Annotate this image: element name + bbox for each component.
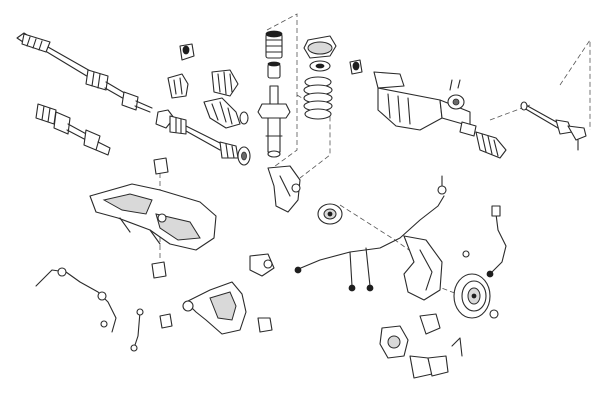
abs-sensor-cables [294, 175, 447, 292]
brake-disc [453, 250, 499, 319]
cv-joint-boots [167, 43, 249, 129]
tie-rod-ends [475, 101, 587, 159]
strut-mount [303, 35, 337, 72]
stabilizer-links [35, 267, 173, 352]
steering-rack [349, 59, 477, 137]
drive-shaft-right [35, 103, 111, 156]
dust-shield [403, 235, 443, 301]
abs-sensor-right [486, 205, 507, 278]
brake-caliper [379, 313, 441, 359]
drive-shaft-left [16, 32, 153, 113]
wheel-hub [317, 203, 343, 225]
middle-drive-shaft [155, 109, 251, 166]
shock-absorber [257, 30, 291, 158]
steering-knuckle [267, 165, 301, 213]
control-arm [182, 253, 275, 335]
coil-spring [303, 76, 333, 120]
subframe [89, 157, 217, 279]
brake-pads [409, 337, 463, 379]
